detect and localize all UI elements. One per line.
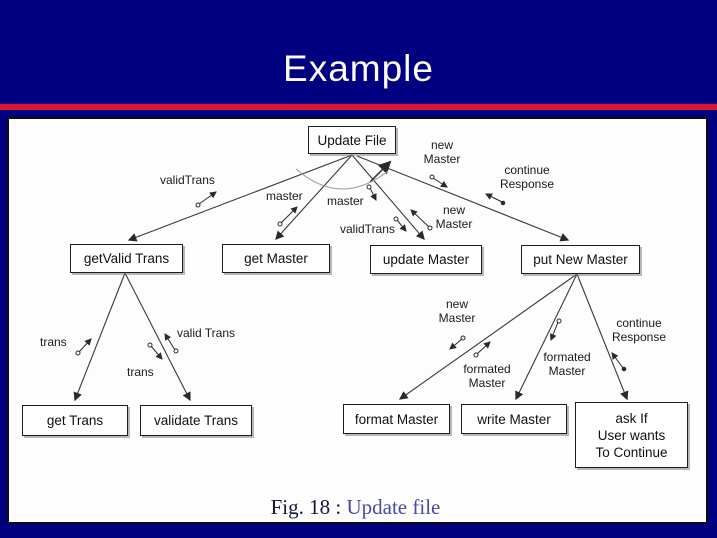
flow-label-continue-response-2: continue Response (611, 316, 667, 344)
flow-label-trans-1: trans (40, 335, 67, 349)
module-box-put-new-master: put New Master (521, 245, 640, 274)
flow-label-new-master-3: new Master (438, 297, 476, 325)
flow-label-validtrans-2: validTrans (340, 222, 395, 236)
module-box-getvalid-trans: getValid Trans (70, 244, 183, 273)
flow-label-validtrans-1: validTrans (160, 173, 215, 187)
figure-number: Fig. 18 : (270, 495, 342, 519)
flow-label-new-master-1: new Master (423, 138, 461, 166)
flow-label-continue-response-1: continue Response (499, 163, 555, 191)
module-box-format-master: format Master (343, 404, 450, 434)
figure-caption: Fig. 18 : Update file (7, 495, 704, 520)
flow-label-valid-trans-3: valid Trans (177, 326, 236, 340)
flow-label-master-1: master (266, 189, 303, 203)
module-box-get-trans: get Trans (22, 405, 128, 436)
module-box-update-file: Update File (308, 126, 396, 154)
flow-label-master-2: master (327, 194, 364, 208)
module-box-update-master: update Master (370, 245, 482, 274)
flow-label-formated-master-2: formated Master (543, 350, 591, 378)
flow-label-trans-2: trans (127, 365, 154, 379)
module-box-get-master: get Master (222, 244, 330, 273)
module-box-write-master: write Master (461, 404, 567, 434)
flow-label-formated-master-1: formated Master (463, 362, 511, 390)
module-box-ask-if-user-wants-to-continue: ask If User wants To Continue (575, 402, 688, 468)
title-divider (0, 104, 717, 110)
flow-label-new-master-2: new Master (435, 203, 473, 231)
page-title: Example (283, 48, 434, 89)
module-box-validate-trans: validate Trans (140, 405, 252, 436)
figure-title: Update file (346, 495, 441, 519)
